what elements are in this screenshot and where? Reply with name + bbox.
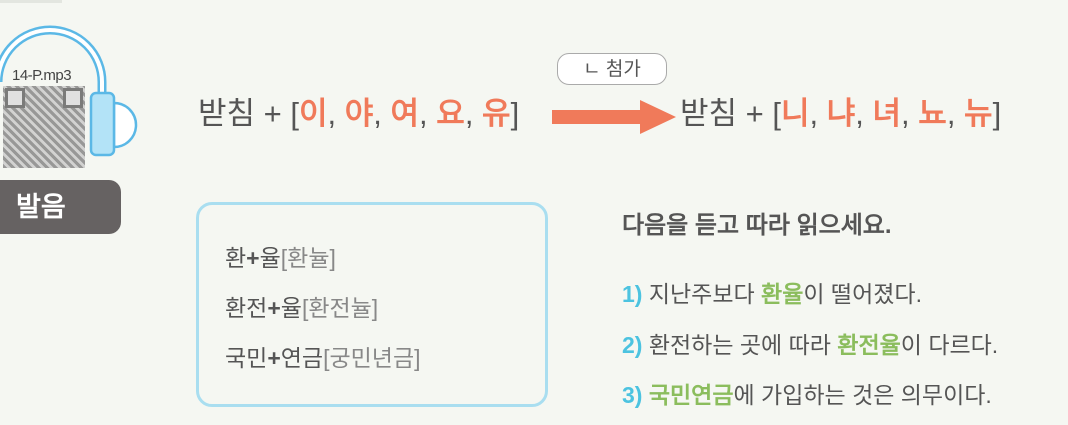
keyword: 환전율 — [837, 332, 901, 358]
sep: , — [855, 96, 873, 131]
examples-box: 환+율[환뉼] 환전+율[환전뉼] 국민+연금[궁민년금] — [196, 202, 548, 407]
text: 이 떨어졌다. — [803, 281, 922, 307]
vowel: 야 — [344, 96, 374, 131]
bracket: ] — [510, 96, 520, 131]
result-syllable: 녀 — [872, 96, 902, 131]
rule-right: 받침 + [니, 냐, 녀, 뇨, 뉴] — [680, 88, 1001, 133]
result-syllable: 뇨 — [918, 96, 947, 131]
result-syllable: 뉴 — [964, 96, 993, 131]
plus: + — [267, 345, 281, 371]
sep: , — [809, 96, 827, 131]
vowel: 여 — [390, 96, 420, 131]
item-number: 2) — [622, 332, 643, 358]
result-syllable: 니 — [780, 96, 810, 131]
qr-code[interactable] — [3, 86, 85, 168]
item-number: 3) — [622, 382, 643, 408]
rule-right-base: 받침 + [ — [680, 96, 781, 131]
arrow-right-icon — [552, 100, 676, 134]
rule-left: 받침 + [이, 야, 여, 요, 유] — [198, 88, 519, 133]
sep: , — [901, 96, 919, 131]
example-row: 환+율[환뉼] — [225, 239, 336, 273]
audio-file-label: 14-P.mp3 — [12, 67, 72, 84]
sep: , — [464, 96, 483, 131]
sep: , — [419, 96, 437, 131]
pronunciation: [환전뉼] — [301, 295, 379, 321]
text: 에 가입하는 것은 의무이다. — [733, 382, 992, 408]
vowel: 유 — [482, 96, 511, 131]
word: 율 — [280, 295, 302, 321]
word: 환 — [225, 245, 247, 271]
pronunciation: [환뉼] — [280, 245, 336, 271]
example-row: 국민+연금[궁민년금] — [225, 339, 421, 373]
exercise-item: 3) 국민연금에 가입하는 것은 의무이다. — [622, 376, 992, 410]
word: 연금 — [280, 345, 324, 371]
exercise-item: 2) 환전하는 곳에 따라 환전율이 다르다. — [622, 326, 998, 360]
plus: + — [267, 295, 281, 321]
text: 환전하는 곳에 따라 — [648, 332, 838, 358]
rule-left-base: 받침 + [ — [198, 96, 299, 131]
vowel: 요 — [436, 96, 465, 131]
pronunciation: [궁민년금] — [323, 345, 421, 371]
bracket: ] — [992, 96, 1002, 131]
word: 율 — [259, 245, 281, 271]
section-badge: 발음 — [0, 180, 121, 234]
text: 이 다르다. — [900, 332, 999, 358]
sep: , — [373, 96, 391, 131]
word: 국민 — [225, 345, 268, 371]
keyword: 환율 — [761, 281, 804, 307]
sep: , — [946, 96, 965, 131]
word: 환전 — [225, 295, 268, 321]
keyword: 국민연금 — [648, 382, 734, 408]
rule-label: ㄴ 첨가 — [557, 53, 667, 85]
exercise-instruction: 다음을 듣고 따라 읽으세요. — [622, 212, 892, 239]
plus: + — [246, 245, 260, 271]
sep: , — [327, 96, 345, 131]
exercise-item: 1) 지난주보다 환율이 떨어졌다. — [622, 275, 922, 309]
result-syllable: 냐 — [826, 96, 856, 131]
item-number: 1) — [622, 281, 643, 307]
headphones-icon — [0, 25, 138, 157]
example-row: 환전+율[환전뉼] — [225, 289, 378, 323]
top-divider — [0, 0, 62, 3]
vowel: 이 — [298, 96, 328, 131]
text: 지난주보다 — [648, 281, 762, 307]
